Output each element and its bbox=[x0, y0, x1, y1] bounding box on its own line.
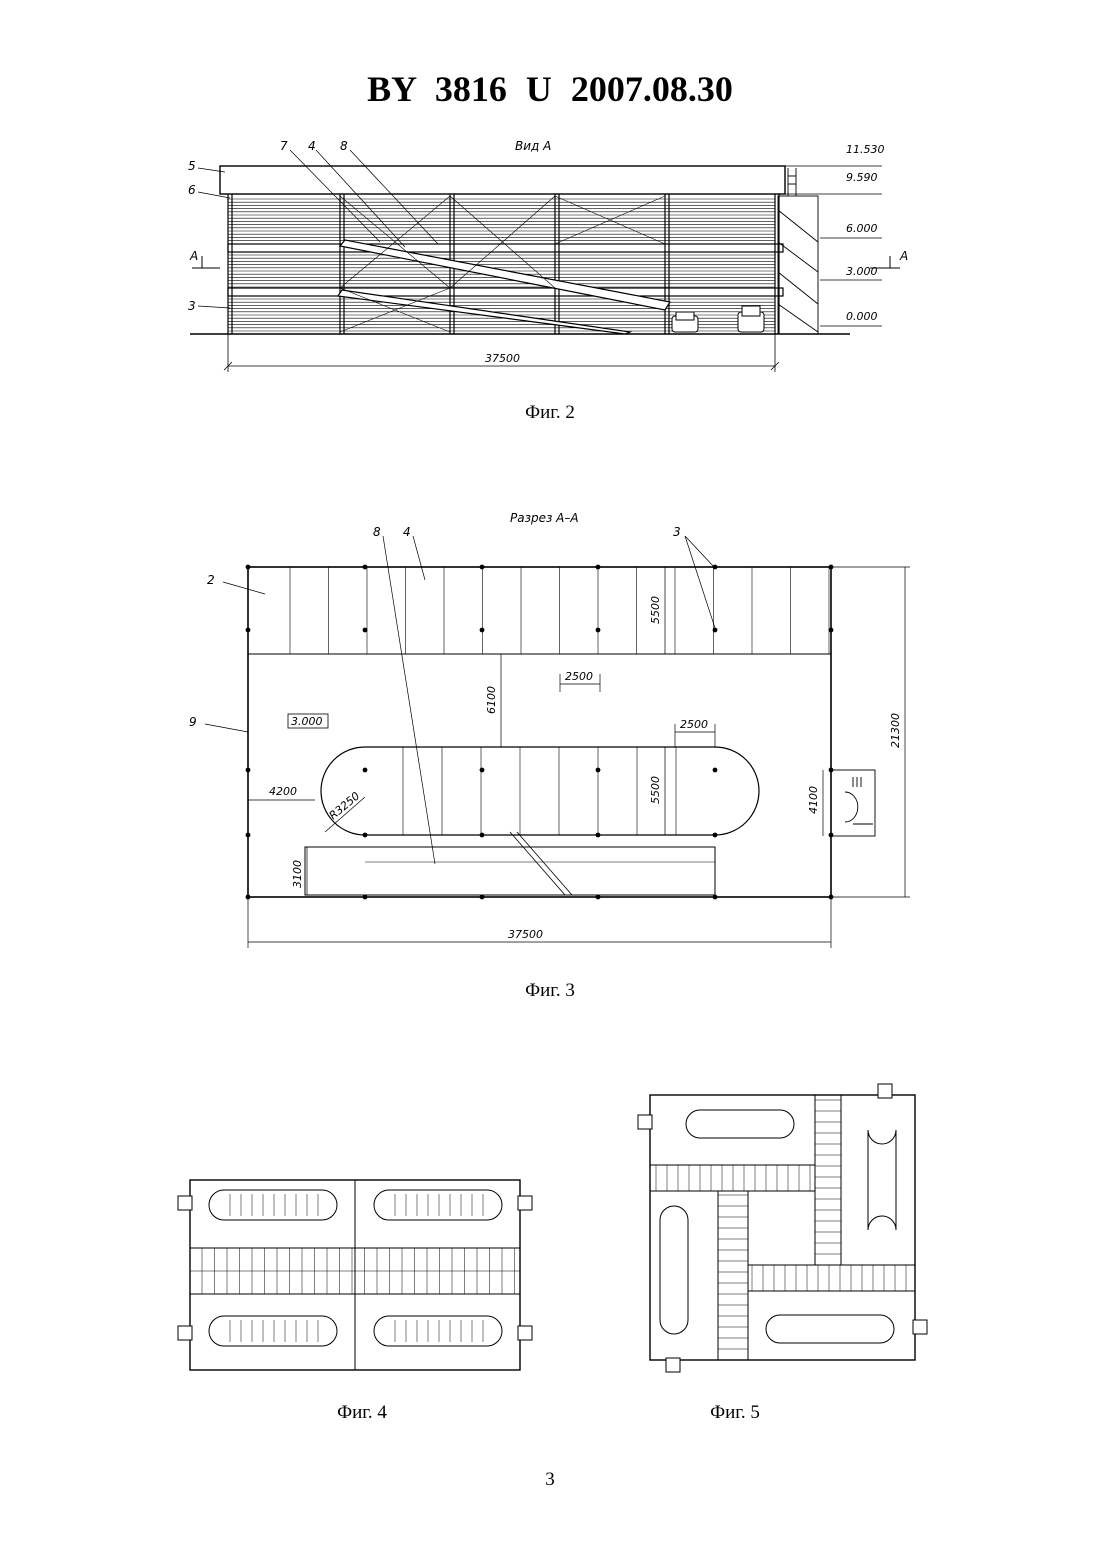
width-dim-37500: 37500 bbox=[485, 352, 520, 365]
fig2-view-title: Вид А bbox=[515, 139, 551, 153]
callout-8: 8 bbox=[340, 139, 348, 153]
figure-4-plan bbox=[170, 1170, 540, 1375]
fig3-callout-9: 9 bbox=[189, 715, 197, 729]
fig3-callout-leaders bbox=[205, 536, 715, 864]
level-6000: 6.000 bbox=[846, 222, 878, 235]
floor-slab-1 bbox=[228, 288, 783, 296]
fig3-callout-8: 8 bbox=[373, 525, 381, 539]
top-row-stalls bbox=[290, 567, 829, 654]
fig3-section-title: Разрез А–А bbox=[510, 511, 579, 525]
level-mark-3000: 3.000 bbox=[291, 715, 323, 728]
dim-bay-mid: 2500 bbox=[680, 718, 708, 731]
document-header: BY 3816 U 2007.08.30 bbox=[0, 68, 1100, 110]
floor-slab-2 bbox=[228, 244, 783, 252]
fig3-callout-2: 2 bbox=[207, 573, 215, 587]
level-marks bbox=[780, 166, 882, 326]
dim-bay-top: 2500 bbox=[565, 670, 593, 683]
section-mark-left: А bbox=[189, 249, 198, 263]
dimension-lines bbox=[248, 567, 910, 948]
car-2 bbox=[738, 306, 764, 332]
car-1 bbox=[672, 312, 698, 332]
fig2-caption: Фиг. 2 bbox=[450, 402, 650, 424]
level-11530: 11.530 bbox=[846, 143, 885, 156]
fig4-caption: Фиг. 4 bbox=[262, 1402, 462, 1424]
staircase-tower bbox=[778, 168, 818, 334]
dim-ramp: 3100 bbox=[291, 860, 304, 888]
dim-height: 21300 bbox=[889, 713, 902, 748]
callout-5: 5 bbox=[188, 159, 196, 173]
level-9590: 9.590 bbox=[846, 171, 878, 184]
dim-radius: R3250 bbox=[327, 789, 363, 822]
callout-6: 6 bbox=[188, 183, 196, 197]
page-number: 3 bbox=[0, 1469, 1100, 1491]
callout-leaders bbox=[198, 150, 438, 308]
figure-2-elevation: Вид А 11.530 9.590 6.000 3.0 bbox=[170, 132, 920, 382]
section-mark-right: А bbox=[899, 249, 908, 263]
callout-7: 7 bbox=[280, 139, 288, 153]
dim-stair: 4100 bbox=[807, 786, 820, 814]
dim-aisle: 6100 bbox=[485, 686, 498, 714]
fig3-caption: Фиг. 3 bbox=[450, 980, 650, 1002]
column-dots bbox=[246, 565, 834, 900]
dim-depth-top: 5500 bbox=[649, 596, 662, 624]
ramp-strip bbox=[305, 847, 715, 895]
dim-side: 4200 bbox=[269, 785, 297, 798]
fig5-caption: Фиг. 5 bbox=[635, 1402, 835, 1424]
roof-slab bbox=[220, 166, 785, 194]
fig3-callout-3: 3 bbox=[673, 525, 681, 539]
staircase bbox=[831, 770, 875, 836]
facade-cladding bbox=[228, 199, 775, 331]
fig3-callout-4: 4 bbox=[403, 525, 411, 539]
level-0000: 0.000 bbox=[846, 310, 878, 323]
section-arrows bbox=[192, 256, 900, 268]
dim-width: 37500 bbox=[508, 928, 543, 941]
figure-5-plan bbox=[630, 1080, 930, 1375]
dim-depth-mid: 5500 bbox=[649, 776, 662, 804]
callout-4: 4 bbox=[308, 139, 316, 153]
island-stalls bbox=[403, 747, 676, 835]
callout-3: 3 bbox=[188, 299, 196, 313]
level-3000: 3.000 bbox=[846, 265, 878, 278]
figure-3-section-plan: Разрез А–А 3.000 5500 2500 6100 2500 550… bbox=[185, 502, 917, 952]
central-island bbox=[321, 747, 759, 835]
